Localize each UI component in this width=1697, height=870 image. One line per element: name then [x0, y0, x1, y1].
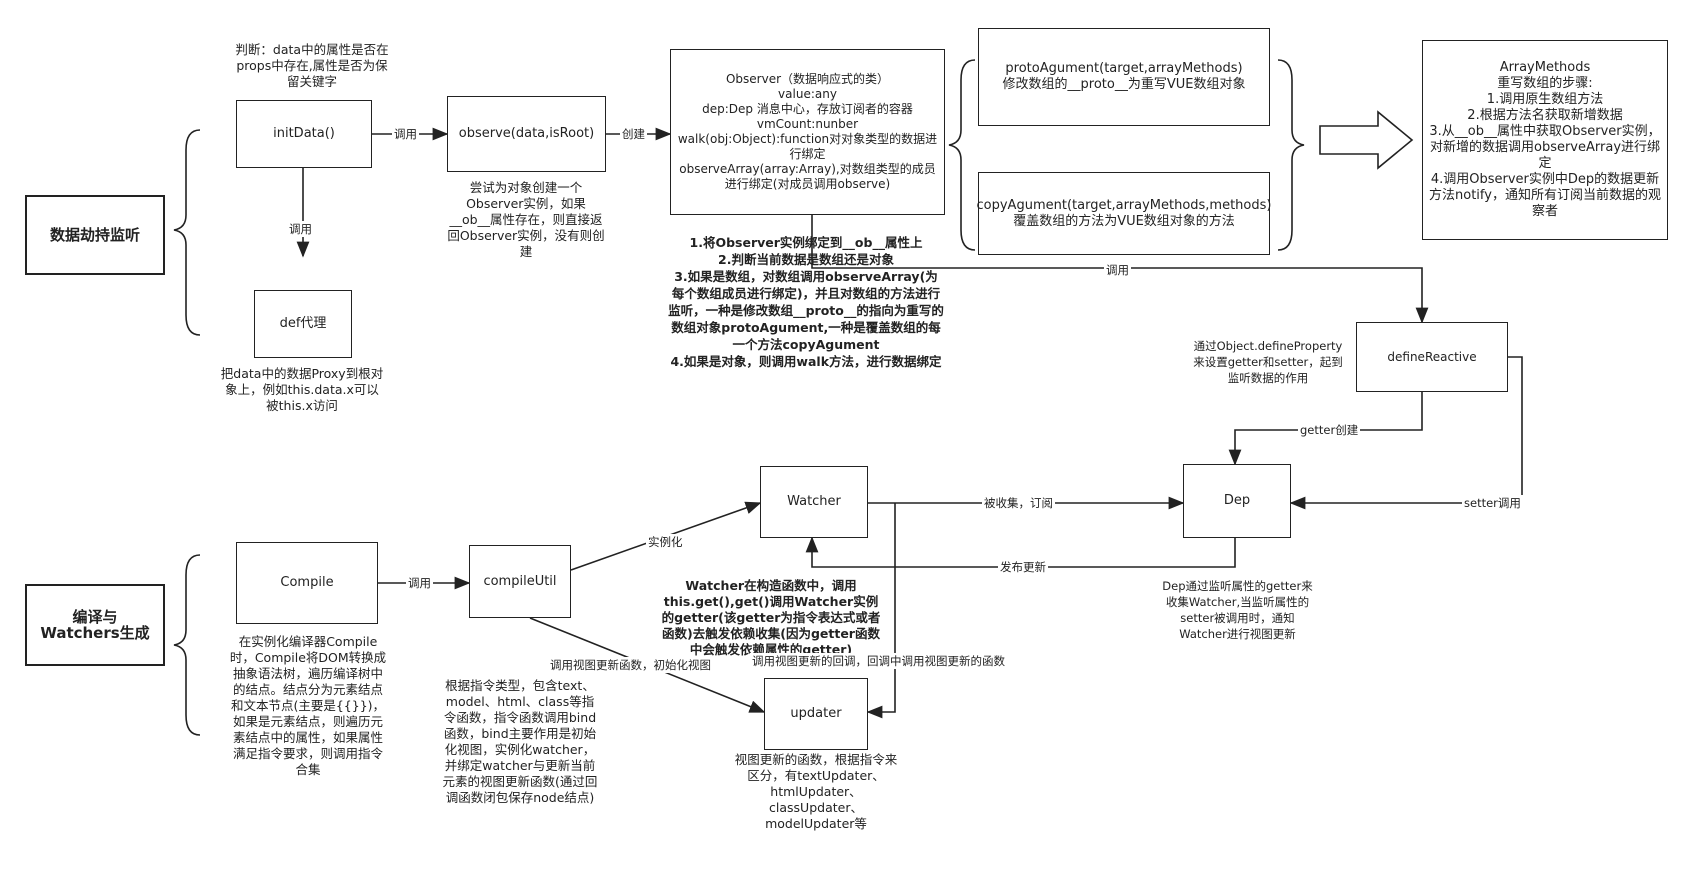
observe-label: observe(data,isRoot) [458, 126, 595, 141]
brace-observer [948, 59, 976, 251]
def-node: def代理 [254, 290, 352, 358]
initdata-node: initData() [236, 100, 372, 168]
edge-label-call2: 调用 [287, 221, 314, 237]
edge-label-callback: 调用视图更新的回调，回调中调用视图更新的函数 [750, 653, 1007, 669]
section-compile: 编译与 Watchers生成 [25, 584, 165, 666]
brace-hijack [173, 129, 201, 336]
updater-label: updater [790, 706, 842, 721]
dep-node: Dep [1183, 464, 1291, 538]
observer-node: Observer（数据响应式的类） value:any dep:Dep 消息中心… [670, 49, 945, 215]
arraymethods-line-3: 2.根据方法名获取新增数据 [1467, 108, 1623, 123]
dep-note: Dep通过监听属性的getter来收集Watcher,当监听属性的setter被… [1162, 579, 1313, 641]
arraymethods-line-4: 3.从__ob__属性中获取Observer实例，对新增的数据调用observe… [1429, 124, 1661, 171]
edge-label-setter: setter调用 [1462, 495, 1523, 511]
updater-note: 视图更新的函数，根据指令来区分，有textUpdater、htmlUpdater… [734, 752, 898, 831]
edge-label-publish: 发布更新 [998, 559, 1048, 575]
compileutil-node: compileUtil [469, 545, 571, 618]
definereactive-label: defineReactive [1387, 350, 1477, 364]
observer-line-1: value:any [778, 87, 837, 101]
observer-steps-note: 1.将Observer实例绑定到__ob__属性上 2.判断当前数据是数组还是对… [668, 235, 944, 369]
edge-label-create: 创建 [620, 126, 647, 142]
compileutil-note: 根据指令类型，包含text、model、html、class等指令函数，指令函数… [442, 678, 598, 805]
section-hijack-label: 数据劫持监听 [49, 226, 140, 244]
def-note: 把data中的数据Proxy到根对象上，例如this.data.x可以被this… [220, 366, 384, 413]
edge-label-call3: 调用 [1104, 262, 1131, 278]
section-compile-label: 编译与 Watchers生成 [40, 608, 150, 642]
observer-line-3: vmCount:nunber [756, 117, 859, 131]
compile-node: Compile [236, 542, 378, 624]
observer-title: Observer（数据响应式的类） [725, 72, 890, 86]
observer-line-5: observeArray(array:Array),对数组类型的成员进行绑定(对… [679, 162, 936, 191]
observe-node: observe(data,isRoot) [447, 96, 606, 172]
edge-label-call1: 调用 [392, 126, 419, 142]
arraymethods-line-5: 4.调用Observer实例中Dep的数据更新方法notify，通知所有订阅当前… [1429, 172, 1661, 219]
edge-label-instantiate: 实例化 [646, 534, 685, 550]
edge-watcher-updater [866, 503, 896, 719]
dep-label: Dep [1223, 493, 1251, 508]
compile-note: 在实例化编译器Compile时，Compile将DOM转换成抽象语法树，遍历编译… [229, 634, 387, 777]
observe-note: 尝试为对象创建一个Observer实例，如果__ob__属性存在，则直接返回Ob… [447, 180, 605, 259]
observer-line-4: walk(obj:Object):function对对象类型的数据进行绑定 [677, 132, 938, 161]
copyagument-node: copyAgument(target,arrayMethods,methods)… [976, 172, 1272, 255]
hollow-arrow [1319, 110, 1414, 170]
initdata-note: 判断：data中的属性是否在props中存在,属性是否为保留关键字 [235, 42, 389, 89]
edge-label-getter: getter创建 [1298, 422, 1361, 438]
initdata-label: initData() [273, 126, 335, 141]
watcher-label: Watcher [787, 494, 841, 509]
arraymethods-line-2: 1.调用原生数组方法 [1486, 92, 1604, 107]
protoagument-label: protoAgument(target,arrayMethods) 修改数组的_… [1002, 61, 1246, 92]
brace-array [1277, 59, 1305, 251]
definereactive-note: 通过Object.defineProperty来设置getter和setter，… [1193, 339, 1343, 385]
copyagument-label: copyAgument(target,arrayMethods,methods)… [976, 197, 1272, 229]
observer-line-2: dep:Dep 消息中心，存放订阅者的容器 [702, 102, 913, 116]
edge-label-collected: 被收集，订阅 [982, 495, 1055, 511]
section-hijack: 数据劫持监听 [25, 195, 165, 275]
watcher-note: Watcher在构造函数中，调用this.get(),get()调用Watche… [661, 578, 881, 657]
arraymethods-title: ArrayMethods [1499, 60, 1591, 75]
arraymethods-node: ArrayMethods 重写数组的步骤: 1.调用原生数组方法 2.根据方法名… [1422, 40, 1668, 240]
watcher-node: Watcher [760, 466, 868, 538]
definereactive-node: defineReactive [1356, 322, 1508, 392]
compile-label: Compile [280, 575, 334, 590]
updater-node: updater [764, 678, 868, 750]
edge-label-call4: 调用 [406, 575, 433, 591]
arraymethods-line-1: 重写数组的步骤: [1497, 76, 1593, 91]
protoagument-node: protoAgument(target,arrayMethods) 修改数组的_… [978, 28, 1270, 126]
def-label: def代理 [279, 316, 327, 331]
edge-label-initview: 调用视图更新函数，初始化视图 [548, 657, 713, 673]
brace-compile [173, 554, 201, 736]
edge-setter-dep [1289, 356, 1523, 510]
compileutil-label: compileUtil [483, 573, 557, 589]
